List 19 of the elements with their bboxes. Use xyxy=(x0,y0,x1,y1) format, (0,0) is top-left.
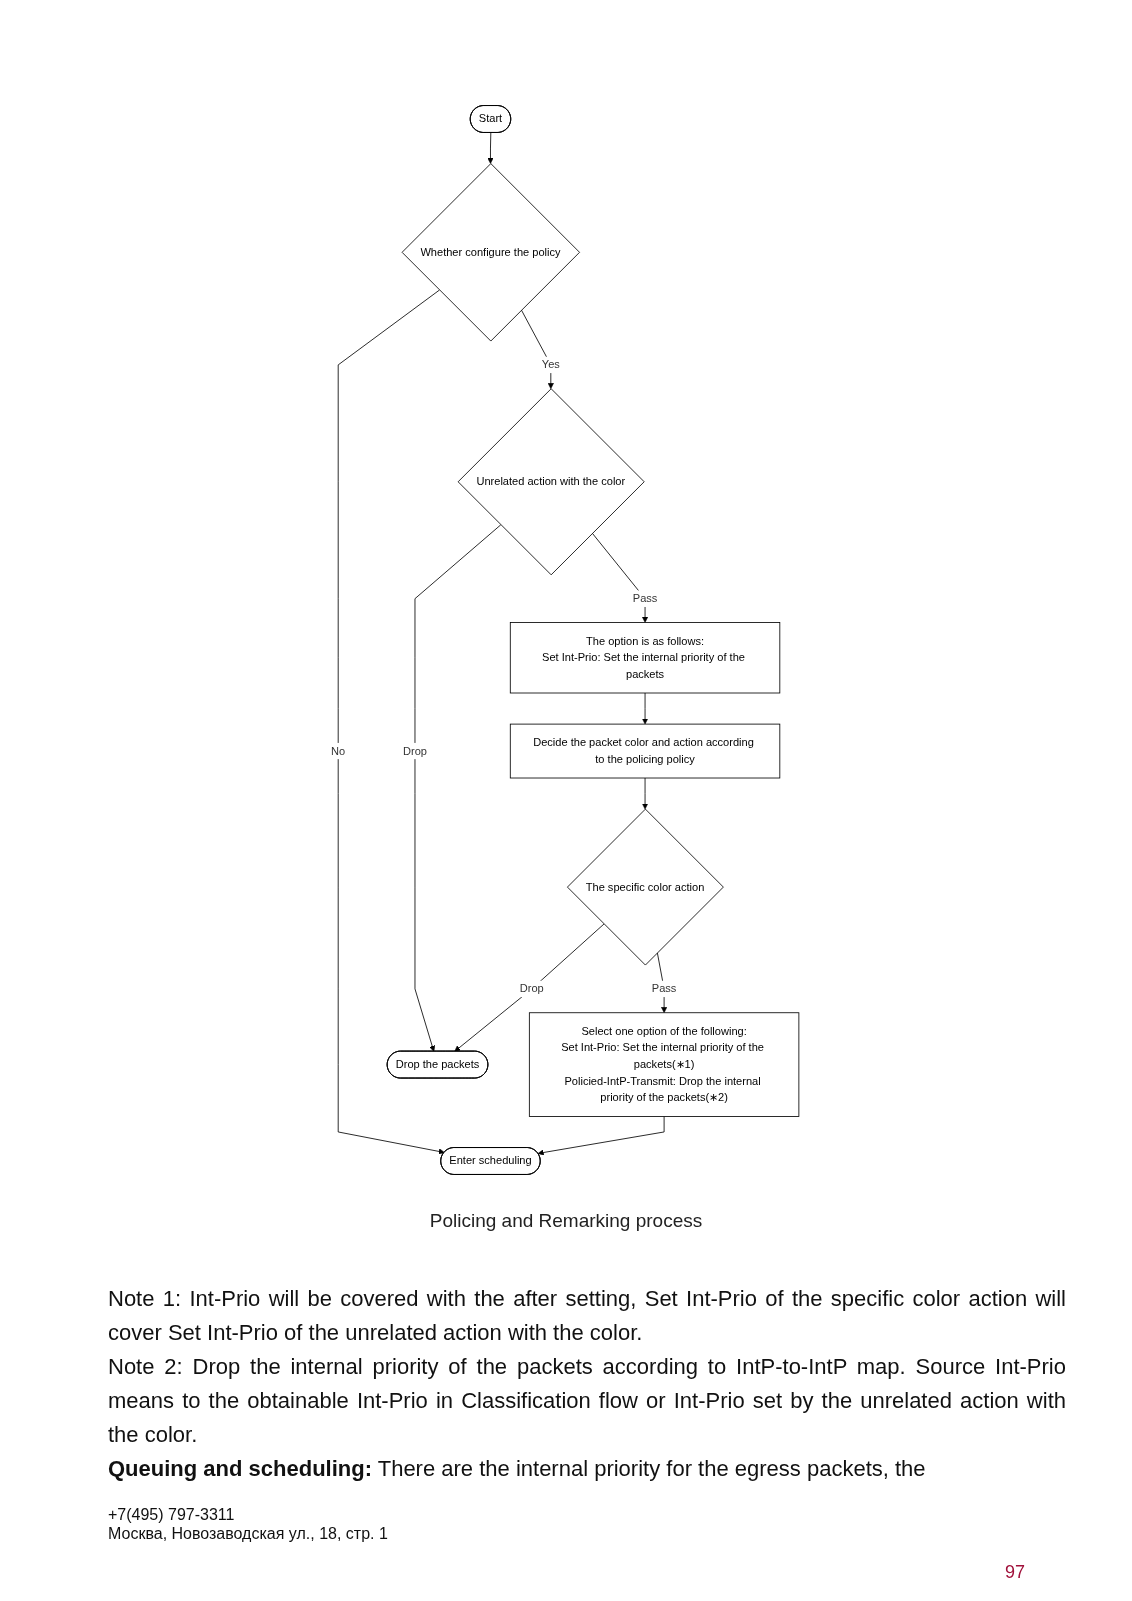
page-number: 97 xyxy=(1005,1562,1026,1582)
note-paragraph: Queuing and scheduling: There are the internal priority for the egress packets, the xyxy=(108,1455,927,1483)
node-diamond: Whether configure the policy xyxy=(401,163,580,342)
node-box: Decide the packet color and action according to the policing policy xyxy=(509,723,781,779)
address-text: Москва, Новозаводская ул., 18, стр. 1 xyxy=(108,1524,388,1543)
node-diamond: The specific color action xyxy=(567,808,724,966)
edge-label: Pass xyxy=(651,982,677,995)
edge-label: Yes xyxy=(541,358,560,371)
node-box: Select one option of the following: Set Int-Prio: Set the internal priority of the packets(∗1) Policied-IntP-Transmit: Drop the internal priority of the packets(∗2) xyxy=(528,1012,800,1117)
node-diamond: Unrelated action with the color xyxy=(457,388,645,576)
edge-label: No xyxy=(331,744,346,757)
note-paragraph: Note 2: Drop the internal priority of the packets according to IntP-to-IntP map. Source Int-Prio means to the obtainable Int-Prio in Classification flow or Int-Prio set by the unrelated action with the color. xyxy=(108,1353,1066,1449)
edge-label: Pass xyxy=(632,592,658,605)
edge-label: Drop xyxy=(519,982,544,995)
phone-number: +7(495) 797-3311 xyxy=(108,1505,235,1524)
node-box: The option is as follows: Set Int-Prio: Set the internal priority of the packets xyxy=(509,622,781,694)
edge-label: Drop xyxy=(402,744,427,757)
figure-caption: Policing and Remarking process xyxy=(429,1210,703,1232)
note-paragraph: Note 1: Int-Prio will be covered with the after setting, Set Int-Prio of the specific color action will cover Set Int-Prio of the unrelated action with the color. xyxy=(108,1285,1066,1347)
